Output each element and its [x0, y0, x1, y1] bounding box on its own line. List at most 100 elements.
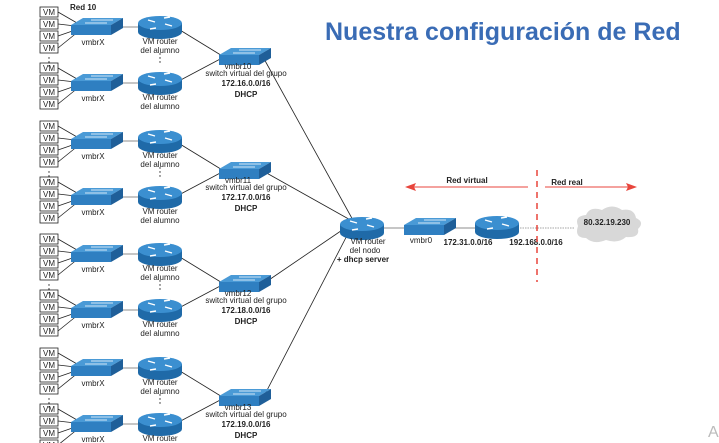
- vm-label: VM: [43, 417, 55, 426]
- group-switch-caption: switch virtual del grupo: [205, 410, 287, 419]
- ellipsis-dot: [48, 171, 50, 173]
- student-router-label: del alumno: [140, 102, 180, 111]
- student-router-label: VM router: [142, 434, 177, 443]
- external-subnet-label: 192.168.0.0/16: [509, 238, 563, 247]
- vm-label: VM: [43, 315, 55, 324]
- group-bridge-label: vmbr12: [225, 289, 252, 298]
- vm-label: VM: [43, 64, 55, 73]
- vm-label: VM: [43, 429, 55, 438]
- ellipsis-dot: [48, 284, 50, 286]
- group-subnet-label: 172.19.0.0/16: [222, 420, 271, 429]
- group-switch-icon: [219, 162, 271, 179]
- host-switch-icon: [71, 188, 123, 205]
- student-router-icon: [138, 413, 182, 436]
- ellipsis-dot: [48, 65, 50, 67]
- group-service-label: DHCP: [235, 204, 258, 213]
- group-switch-icon: [219, 389, 271, 406]
- ellipsis-dot: [48, 57, 50, 59]
- host-switch-icon: [71, 301, 123, 318]
- ellipsis-dot: [159, 171, 161, 173]
- student-router-label: VM router: [142, 320, 177, 329]
- student-router-label: VM router: [142, 151, 177, 160]
- virtual-arrow-head-icon: [405, 183, 416, 191]
- student-router-icon: [138, 16, 182, 39]
- vm-label: VM: [43, 134, 55, 143]
- vm-label: VM: [43, 158, 55, 167]
- student-router-icon: [138, 130, 182, 153]
- node-router-label: VM router: [350, 237, 385, 246]
- ellipsis-dot: [48, 406, 50, 408]
- group-switch-icon: [219, 48, 271, 65]
- node-router-icon: [340, 217, 384, 240]
- group-service-label: DHCP: [235, 90, 258, 99]
- host-switch-icon: [71, 359, 123, 376]
- ellipsis-dot: [48, 61, 50, 63]
- student-router-label: del alumno: [140, 216, 180, 225]
- vm-label: VM: [43, 88, 55, 97]
- student-router-label: del alumno: [140, 46, 180, 55]
- vm-label: VM: [43, 76, 55, 85]
- node-router-label: + dhcp server: [337, 255, 389, 264]
- host-switch-label: vmbrX: [81, 265, 105, 274]
- ellipsis-dot: [159, 280, 161, 282]
- ellipsis-dot: [159, 61, 161, 63]
- student-router-icon: [138, 357, 182, 380]
- router-group-link: [174, 56, 225, 84]
- vm-label: VM: [43, 100, 55, 109]
- host-switch-icon: [71, 415, 123, 432]
- router-group-link: [174, 283, 225, 311]
- ellipsis-dot: [48, 398, 50, 400]
- vm-label: VM: [43, 8, 55, 17]
- group-switch-caption: switch virtual del grupo: [205, 69, 287, 78]
- student-router-label: VM router: [142, 264, 177, 273]
- uplink-subnet-label: 172.31.0.0/16: [444, 238, 493, 247]
- vm-label: VM: [43, 214, 55, 223]
- router-group-link: [174, 253, 225, 285]
- vm-label: VM: [43, 291, 55, 300]
- vm-label: VM: [43, 303, 55, 312]
- host-switch-label: vmbrX: [81, 152, 105, 161]
- ellipsis-dot: [159, 167, 161, 169]
- vm-label: VM: [43, 361, 55, 370]
- vm-label: VM: [43, 385, 55, 394]
- group-uplink-link: [262, 221, 355, 285]
- group-service-label: DHCP: [235, 431, 258, 440]
- group-switch-caption: switch virtual del grupo: [205, 183, 287, 192]
- student-router-label: VM router: [142, 37, 177, 46]
- vm-label: VM: [43, 373, 55, 382]
- vm-box: [39, 439, 59, 443]
- student-router-label: del alumno: [140, 273, 180, 282]
- student-router-label: del alumno: [140, 387, 180, 396]
- student-router-icon: [138, 72, 182, 95]
- host-switch-icon: [71, 245, 123, 262]
- corner-mark: A: [708, 424, 719, 441]
- host-switch-label: vmbrX: [81, 321, 105, 330]
- host-switch-label: vmbrX: [81, 94, 105, 103]
- student-router-label: VM router: [142, 207, 177, 216]
- group-service-label: DHCP: [235, 317, 258, 326]
- ellipsis-dot: [159, 53, 161, 55]
- group-subnet-label: 172.16.0.0/16: [222, 79, 271, 88]
- student-router-label: VM router: [142, 93, 177, 102]
- host-switch-label: vmbrX: [81, 38, 105, 47]
- router-group-link: [174, 367, 225, 399]
- router-group-link: [174, 397, 225, 425]
- ellipsis-dot: [48, 292, 50, 294]
- group-bridge-label: vmbr13: [225, 403, 252, 412]
- virtual-network-label: Red virtual: [446, 176, 487, 185]
- ellipsis-dot: [159, 394, 161, 396]
- router-group-link: [174, 140, 225, 172]
- ellipsis-dot: [159, 398, 161, 400]
- student-router-label: VM router: [142, 378, 177, 387]
- host-switch-label: vmbrX: [81, 435, 105, 443]
- edge-router-icon: [475, 216, 519, 239]
- vm-label: VM: [43, 122, 55, 131]
- group-bridge-label: vmbr11: [225, 176, 252, 185]
- host-switch-icon: [71, 18, 123, 35]
- vm-label: VM: [43, 327, 55, 336]
- uplink-switch-icon: [404, 218, 456, 235]
- vm-label: VM: [43, 259, 55, 268]
- group-switch-caption: switch virtual del grupo: [205, 296, 287, 305]
- host-switch-icon: [71, 74, 123, 91]
